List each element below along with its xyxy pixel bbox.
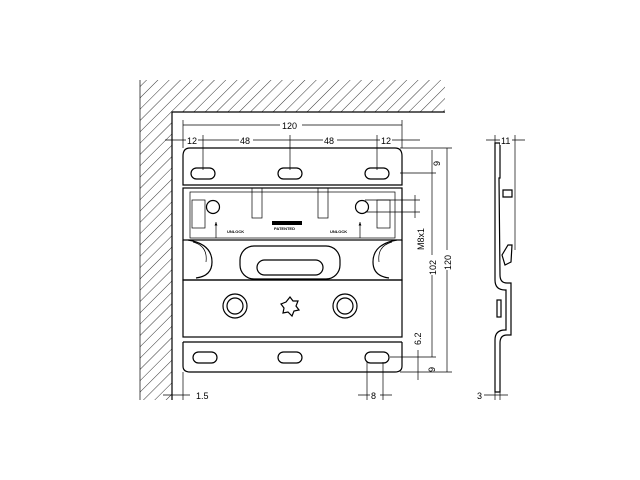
unlock-label-left: UNLOCK — [227, 229, 244, 234]
dim-side-depth: 11 — [501, 136, 510, 146]
plate-side-view: 11 3 — [477, 134, 525, 401]
dim-lower-offset: 6.2 — [413, 332, 423, 345]
torx-hole — [280, 296, 301, 318]
plate-front-view: UNLOCK UNLOCK PATENTED — [182, 147, 403, 373]
patent-mark: PATENTED — [274, 226, 295, 231]
dim-side-thickness: 3 — [477, 391, 482, 401]
dim-thread: M8x1 — [416, 228, 426, 250]
dim-slot-width: 8 — [371, 391, 376, 401]
dim-pitch-right: 48 — [324, 136, 334, 146]
bottom-slots — [192, 351, 390, 364]
dim-top-offset: 9 — [432, 161, 442, 166]
dim-pitch-left: 48 — [240, 136, 250, 146]
dimensions: 120 12 48 48 12 9 M8x1 102 120 6.2 9 1.5… — [163, 119, 453, 401]
logo-mark — [272, 221, 302, 225]
dim-edge-right: 12 — [381, 136, 391, 146]
dim-slot-spacing: 102 — [428, 260, 438, 275]
dim-wall-gap: 1.5 — [196, 391, 209, 401]
dim-overall-height: 120 — [443, 255, 453, 270]
dim-edge-left: 12 — [187, 136, 197, 146]
unlock-hole-left — [205, 199, 221, 215]
dim-overall-width: 120 — [282, 121, 297, 131]
wall-section — [139, 80, 445, 400]
unlock-hole-right — [354, 199, 370, 215]
dim-bottom-offset: 9 — [427, 367, 437, 372]
unlock-label-right: UNLOCK — [330, 229, 347, 234]
